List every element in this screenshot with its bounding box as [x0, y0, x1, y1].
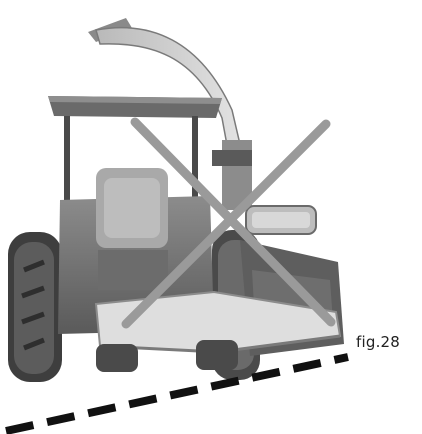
ground-dashed-line	[5, 353, 349, 434]
x-cross-icon	[121, 117, 336, 329]
tractor-illustration	[8, 18, 344, 382]
canopy	[48, 96, 222, 226]
figure-caption: fig.28	[356, 333, 401, 351]
rear-wheel-left	[8, 232, 62, 382]
front-wheels	[96, 340, 238, 372]
